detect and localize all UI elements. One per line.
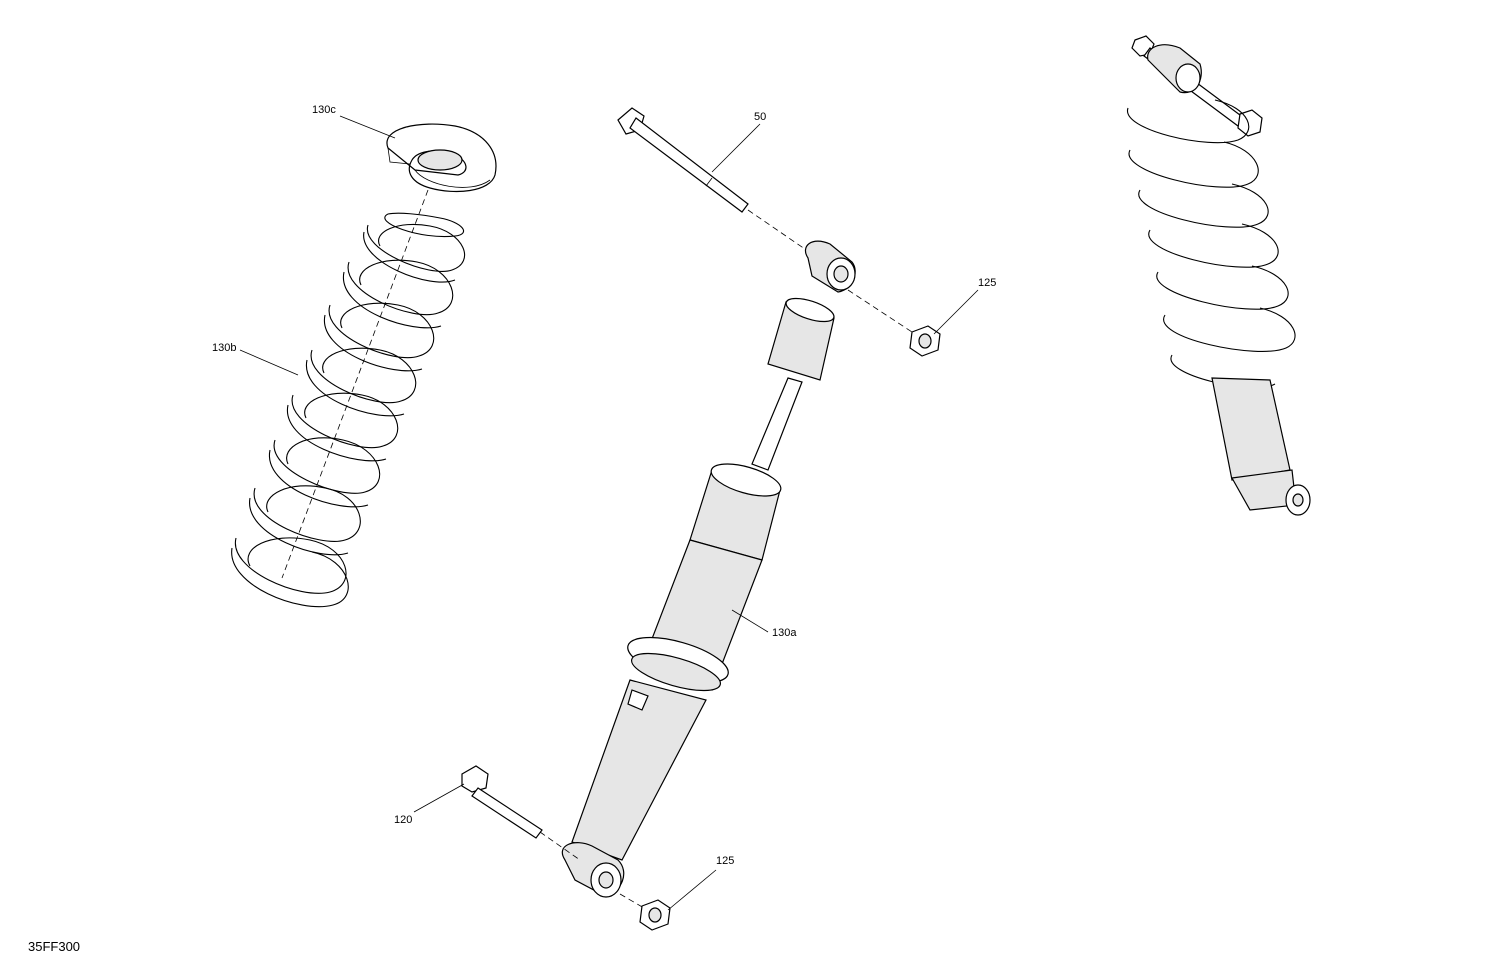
shock-absorber-part[interactable]	[539, 240, 913, 909]
callout-spring-seat: 130c	[312, 104, 336, 116]
leader-lines	[239, 115, 979, 911]
callout-upper-bolt: 50	[754, 111, 766, 123]
callout-lower-bolt: 120	[394, 814, 412, 826]
lower-nut-part[interactable]	[639, 899, 671, 931]
callout-spring: 130b	[212, 342, 236, 354]
figure-code: 35FF300	[28, 939, 80, 954]
spring-seat-part[interactable]	[386, 123, 497, 193]
coil-spring-part[interactable]	[231, 189, 465, 608]
upper-nut-part[interactable]	[909, 325, 941, 357]
callout-upper-nut: 125	[978, 277, 996, 289]
lower-bolt-part[interactable]	[461, 765, 543, 839]
assembled-shock-part[interactable]	[1127, 35, 1311, 516]
callout-shock-body: 130a	[772, 627, 797, 639]
callout-lower-nut: 125	[716, 855, 734, 867]
upper-bolt-part[interactable]	[617, 107, 819, 259]
